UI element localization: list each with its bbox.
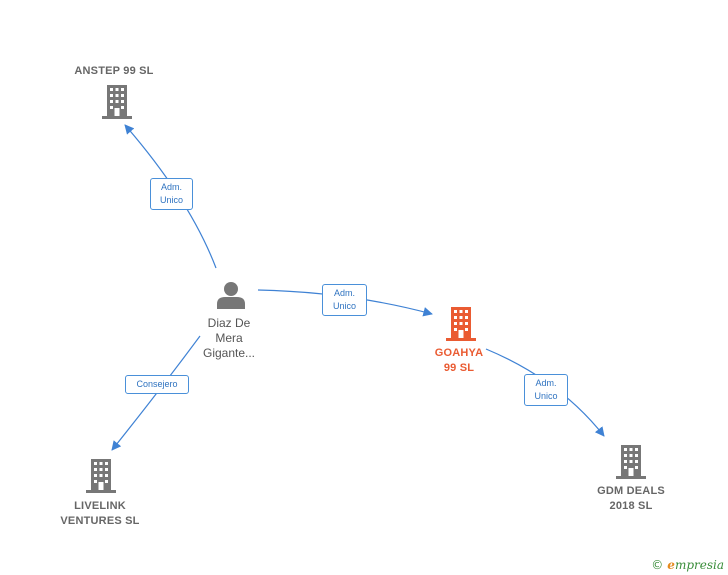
brand-initial: e — [667, 558, 675, 572]
brand-name: mpresia — [674, 558, 724, 572]
building-icon[interactable] — [616, 445, 646, 479]
edge-label-gdm: Adm. Unico — [524, 374, 568, 406]
copyright-icon: © — [651, 558, 664, 572]
node-label-gdm[interactable]: GDM DEALS 2018 SL — [597, 485, 665, 512]
edge-label-anstep: Adm. Unico — [150, 178, 193, 210]
edge-label-livelink: Consejero — [125, 375, 189, 394]
person-icon[interactable] — [217, 282, 245, 309]
node-label-person[interactable]: Diaz De Mera Gigante... — [202, 316, 256, 360]
building-icon[interactable] — [102, 85, 132, 119]
brand-logo: ©empresia — [651, 558, 724, 572]
building-icon-focus[interactable] — [446, 307, 476, 341]
building-icon[interactable] — [86, 459, 116, 493]
node-label-goahya[interactable]: GOAHYA 99 SL — [434, 347, 484, 374]
edge-label-goahya: Adm. Unico — [322, 284, 367, 316]
node-label-anstep[interactable]: ANSTEP 99 SL — [74, 65, 154, 77]
node-label-livelink[interactable]: LIVELINK VENTURES SL — [60, 500, 140, 527]
